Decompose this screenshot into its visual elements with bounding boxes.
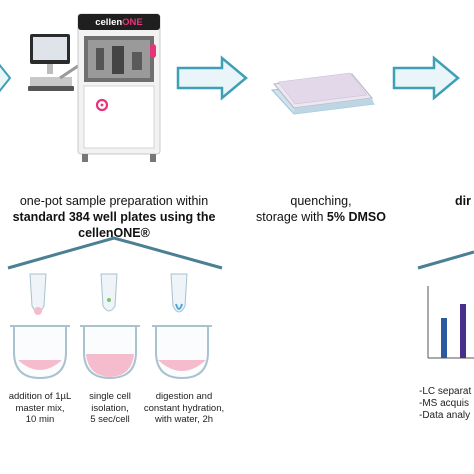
monitor-icon — [28, 34, 74, 91]
substep-1-line2: master mix, — [15, 402, 65, 414]
well-1 — [10, 325, 70, 380]
machine-brand-label: cellenONE — [80, 17, 158, 28]
arrow-to-plate — [176, 55, 248, 101]
step2-line2-prefix: storage with — [256, 210, 327, 224]
step2-line2-bold: 5% DMSO — [326, 210, 386, 224]
substep-2-line3: 5 sec/cell — [90, 414, 130, 425]
pipette-tip-1 — [29, 273, 47, 315]
analysis-step-2: -MS acquis — [419, 398, 470, 409]
brand-suffix: ONE — [122, 17, 143, 28]
bracket-roof — [7, 236, 223, 270]
machine-logo-icon — [95, 98, 109, 112]
well-3 — [152, 325, 212, 380]
analysis-list: -LC separat -MS acquis -Data analy — [419, 386, 474, 422]
step1-line2: standard 384 well plates using the — [12, 210, 216, 224]
monitor-arm — [59, 64, 79, 80]
substep-1-line3: 10 min — [25, 414, 55, 425]
step3-caption-partial: dir — [455, 193, 474, 209]
step1-caption: one-pot sample preparation within standa… — [2, 193, 226, 241]
substep-2-label: single cell isolation, 5 sec/cell — [72, 391, 148, 426]
substep-3-line1: digestion and — [155, 391, 213, 402]
step2-line2: storage with 5% DMSO — [246, 209, 396, 225]
step1-line1: one-pot sample preparation within — [19, 194, 209, 208]
step3-partial-text: dir — [455, 194, 471, 208]
substep-3-label: digestion and constant hydration, with w… — [136, 391, 232, 426]
cellenone-machine — [77, 13, 161, 162]
arrow-to-next — [392, 55, 460, 101]
well-plate-384 — [270, 72, 376, 115]
well-2 — [80, 325, 140, 380]
substep-1-line1: addition of 1µL — [8, 391, 72, 402]
pipette-tip-3 — [170, 273, 188, 313]
substep-3-line3: with water, 2h — [154, 414, 214, 425]
bar-2 — [460, 304, 466, 358]
brand-prefix: cellen — [95, 17, 123, 28]
substep-2-line2: isolation, — [91, 402, 129, 414]
step1-line3: cellenONE® — [78, 226, 150, 240]
analysis-step-1: -LC separat — [419, 386, 472, 397]
analysis-step-3: -Data analy — [419, 410, 471, 421]
arrow-left-partial — [0, 63, 12, 93]
pipette-tip-2 — [100, 273, 118, 312]
step2-line1: quenching, — [290, 194, 352, 208]
bar-chart-partial — [427, 286, 474, 359]
substep-3-line2: constant hydration, — [143, 402, 225, 414]
step2-caption: quenching, storage with 5% DMSO — [246, 193, 396, 225]
bracket-roof-right — [417, 250, 474, 270]
bar-1 — [441, 318, 447, 358]
substep-2-line1: single cell — [89, 391, 131, 402]
substep-1-label: addition of 1µL master mix, 10 min — [0, 391, 80, 426]
